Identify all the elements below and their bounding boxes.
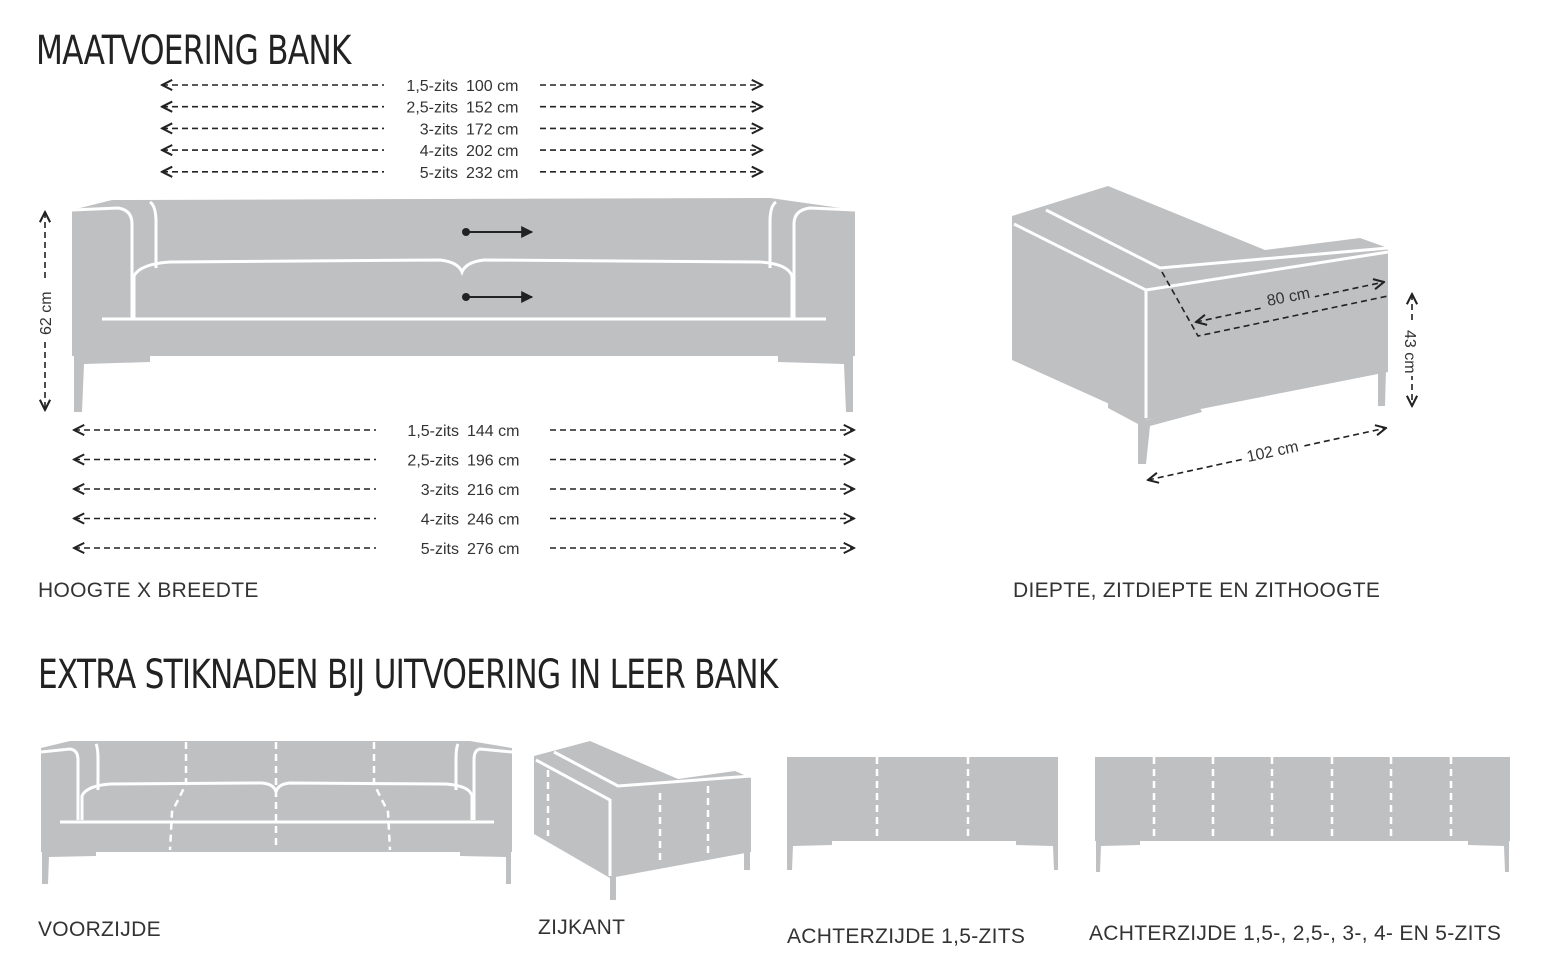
width-dimension-row: 5-zits 232 cm xyxy=(162,165,762,182)
width-value-label: 172 cm xyxy=(466,121,518,138)
width-value-label: 232 cm xyxy=(466,165,518,182)
width-dimension-row: 2,5-zits 152 cm xyxy=(162,100,762,117)
stitching-heading: EXTRA STIKNADEN BIJ UITVOERING IN LEER B… xyxy=(38,652,778,698)
back-all-drawing xyxy=(1095,757,1510,872)
seat-width-dimensions: 1,5-zits 100 cm 2,5-zits 152 cm 3-zits 172 cm… xyxy=(162,78,762,182)
back-small-caption: ACHTERZIJDE 1,5-ZITS xyxy=(787,925,1026,948)
width-value-label: 216 cm xyxy=(467,482,519,499)
width-dimension-row: 3-zits 216 cm xyxy=(74,482,854,499)
size-label: 1,5-zits xyxy=(407,423,459,440)
width-value-label: 100 cm xyxy=(466,78,518,95)
width-dimension-row: 3-zits 172 cm xyxy=(162,121,762,138)
back-all-caption: ACHTERZIJDE 1,5-, 2,5-, 3-, 4- EN 5-ZITS xyxy=(1089,922,1502,945)
height-width-caption: HOOGTE X BREEDTE xyxy=(38,579,259,602)
side-sofa-drawing xyxy=(1012,186,1389,464)
height-dimension: 62 cm xyxy=(34,212,56,410)
width-value-label: 196 cm xyxy=(467,453,519,470)
seat-height-label: 43 cm xyxy=(1401,330,1418,374)
pull-direction-arrow xyxy=(462,291,534,303)
size-label: 4-zits xyxy=(420,143,458,160)
front-caption: VOORZIJDE xyxy=(38,918,161,941)
size-label: 5-zits xyxy=(421,541,459,558)
front-stitching-drawing xyxy=(40,741,513,884)
size-label: 4-zits xyxy=(421,512,459,529)
width-value-label: 202 cm xyxy=(466,143,518,160)
back-small-drawing xyxy=(787,757,1058,870)
depth-dimension: 102 cm xyxy=(1148,428,1386,480)
depth-caption: DIEPTE, ZITDIEPTE EN ZITHOOGTE xyxy=(1013,579,1381,602)
width-value-label: 246 cm xyxy=(467,512,519,529)
seat-height-dimension: 43 cm xyxy=(1401,294,1424,406)
size-label: 5-zits xyxy=(420,165,458,182)
size-label: 3-zits xyxy=(421,482,459,499)
pull-direction-arrow xyxy=(462,226,534,238)
width-value-label: 144 cm xyxy=(467,423,519,440)
side-caption: ZIJKANT xyxy=(538,916,626,939)
width-dimension-row: 1,5-zits 100 cm xyxy=(162,78,762,95)
width-dimension-row: 4-zits 202 cm xyxy=(162,143,762,160)
width-value-label: 276 cm xyxy=(467,541,519,558)
size-label: 1,5-zits xyxy=(406,78,458,95)
width-dimension-row: 1,5-zits 144 cm xyxy=(74,423,854,440)
width-dimension-row: 2,5-zits 196 cm xyxy=(74,453,854,470)
width-dimension-row: 4-zits 246 cm xyxy=(74,512,854,529)
size-label: 2,5-zits xyxy=(406,100,458,117)
dimensions-heading: MAATVOERING BANK xyxy=(36,28,351,74)
size-label: 3-zits xyxy=(420,121,458,138)
height-label: 62 cm xyxy=(38,291,55,335)
total-width-dimensions: 1,5-zits 144 cm 2,5-zits 196 cm 3-zits 216 cm… xyxy=(74,423,854,558)
width-dimension-row: 5-zits 276 cm xyxy=(74,541,854,558)
front-sofa-drawing xyxy=(71,198,856,412)
width-value-label: 152 cm xyxy=(466,100,518,117)
side-stitching-drawing xyxy=(534,741,752,900)
size-label: 2,5-zits xyxy=(407,453,459,470)
